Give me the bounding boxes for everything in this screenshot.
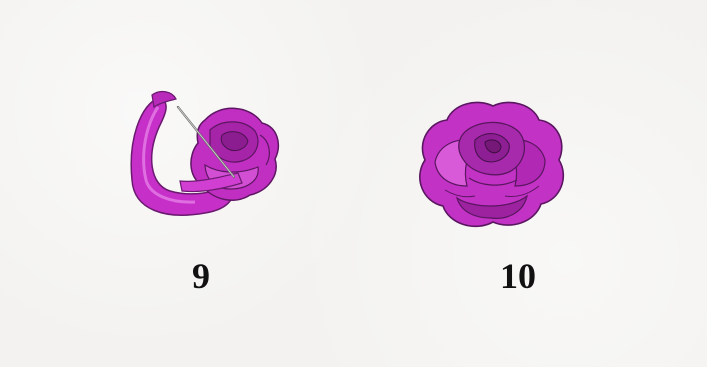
finished-ribbon-rose-illustration	[405, 90, 575, 240]
step-number-10: 10	[478, 255, 558, 297]
finished-rose	[420, 102, 563, 226]
ribbon-rose-with-needle-illustration	[110, 85, 290, 235]
step-number-9: 9	[161, 255, 241, 297]
